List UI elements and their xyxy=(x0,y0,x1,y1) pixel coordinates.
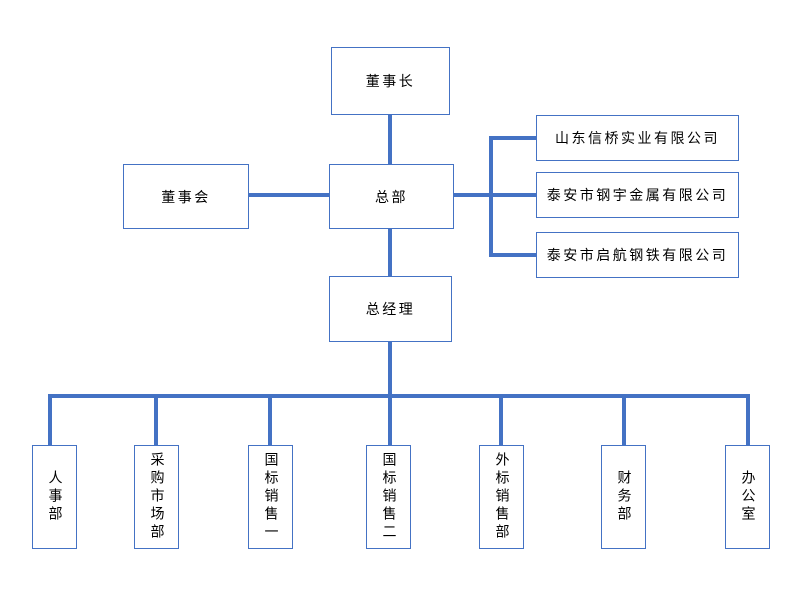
connector-dept-office-stub xyxy=(746,394,750,445)
node-headquarters[interactable]: 总部 xyxy=(329,164,454,229)
node-subsidiary-2-label: 泰安市钢宇金属有限公司 xyxy=(546,188,729,204)
connector-subsidiary-3-stub xyxy=(489,253,536,257)
node-headquarters-label: 总部 xyxy=(375,189,408,206)
node-dept-gb-sales-2-label: 国标销售二 xyxy=(380,452,397,542)
connector-departments-horizontal-bus xyxy=(48,394,750,398)
node-dept-gb-sales-2[interactable]: 国标销售二 xyxy=(366,445,411,549)
node-dept-office-label: 办公室 xyxy=(739,470,756,524)
node-board[interactable]: 董事会 xyxy=(123,164,249,229)
node-subsidiary-3[interactable]: 泰安市启航钢铁有限公司 xyxy=(536,232,739,278)
node-general-manager[interactable]: 总经理 xyxy=(329,276,452,342)
connector-dept-external-sales-stub xyxy=(499,394,503,445)
connector-headquarters-subsidiaries xyxy=(454,193,536,197)
connector-dept-gb-sales-1-stub xyxy=(268,394,272,445)
node-subsidiary-3-label: 泰安市启航钢铁有限公司 xyxy=(546,248,729,264)
connector-subsidiary-1-stub xyxy=(489,136,536,140)
node-subsidiary-1[interactable]: 山东信桥实业有限公司 xyxy=(536,115,739,161)
node-dept-external-sales-label: 外标销售部 xyxy=(493,452,510,542)
node-dept-office[interactable]: 办公室 xyxy=(725,445,770,549)
node-dept-procurement-market-label: 采购市场部 xyxy=(148,452,165,542)
node-subsidiary-1-label: 山东信桥实业有限公司 xyxy=(555,131,720,147)
node-dept-gb-sales-1-label: 国标销售一 xyxy=(262,452,279,542)
connector-headquarters-general-manager xyxy=(388,229,392,276)
node-subsidiary-2[interactable]: 泰安市钢宇金属有限公司 xyxy=(536,172,739,218)
node-dept-finance-label: 财务部 xyxy=(615,470,632,524)
node-dept-procurement-market[interactable]: 采购市场部 xyxy=(134,445,179,549)
node-dept-hr[interactable]: 人事部 xyxy=(32,445,77,549)
node-chairman-label: 董事长 xyxy=(365,74,416,90)
connector-chairman-headquarters xyxy=(388,115,392,164)
node-dept-hr-label: 人事部 xyxy=(46,470,63,524)
connector-dept-procurement-stub xyxy=(154,394,158,445)
node-general-manager-label: 总经理 xyxy=(365,302,416,318)
node-board-label: 董事会 xyxy=(161,189,211,206)
connector-board-headquarters xyxy=(249,193,329,197)
node-dept-gb-sales-1[interactable]: 国标销售一 xyxy=(248,445,293,549)
node-dept-finance[interactable]: 财务部 xyxy=(601,445,646,549)
node-chairman[interactable]: 董事长 xyxy=(331,47,450,115)
connector-subsidiaries-vertical-bus xyxy=(489,136,493,257)
connector-dept-finance-stub xyxy=(622,394,626,445)
connector-dept-hr-stub xyxy=(48,394,52,445)
connector-general-manager-departments xyxy=(388,342,392,445)
node-dept-external-sales[interactable]: 外标销售部 xyxy=(479,445,524,549)
